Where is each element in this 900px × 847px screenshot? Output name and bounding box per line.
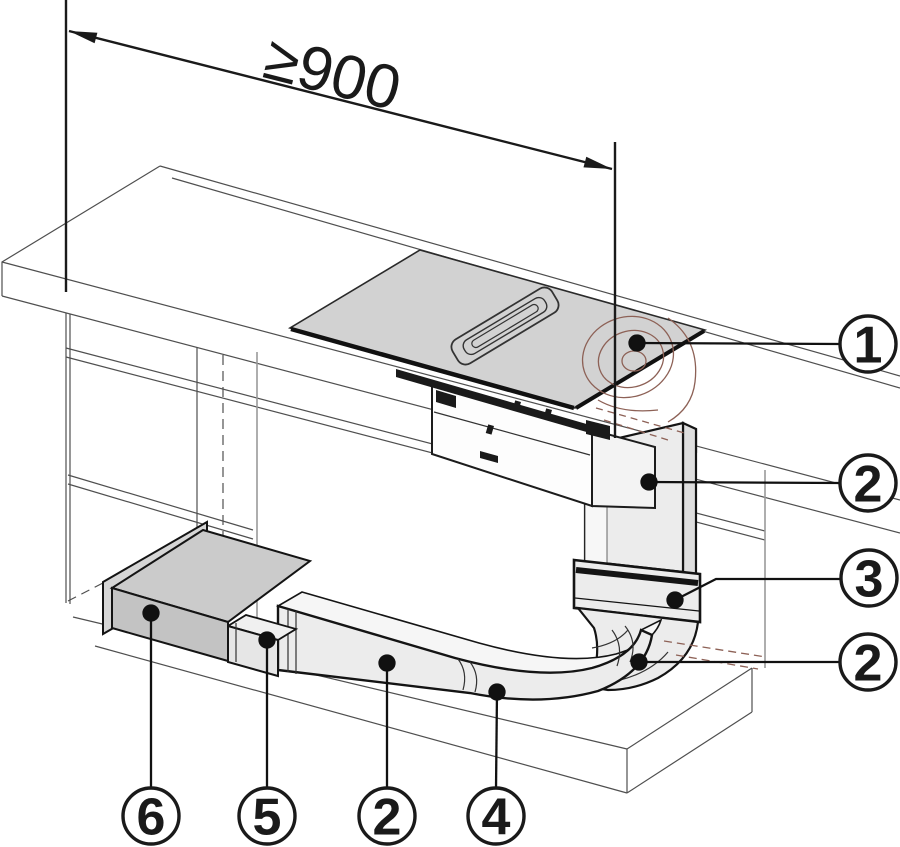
extraction-grille — [450, 286, 560, 366]
flat-duct-and-bend-front — [276, 604, 654, 701]
duct-clamp-band — [575, 567, 699, 586]
callout-2-upper: 2 — [838, 453, 898, 514]
blower-base-arc — [597, 399, 659, 412]
leader-dot-4 — [488, 683, 506, 701]
callout-4: 4 — [466, 786, 526, 847]
arrowhead-right — [583, 156, 612, 169]
silencer-front — [111, 586, 229, 663]
callout-1-number: 1 — [854, 317, 883, 375]
drawer-gap-lower — [67, 474, 254, 540]
callout-2-bottom-number: 2 — [373, 789, 402, 847]
callout-2-upper-number: 2 — [854, 456, 883, 514]
leader-dot-2c — [378, 654, 396, 672]
callout-2-lower: 2 — [838, 632, 898, 693]
leader-dot-5 — [258, 631, 276, 649]
countertop-front-top-edge — [1, 261, 900, 501]
glass-frame-band — [396, 369, 590, 433]
countertop-left-edge — [1, 165, 161, 296]
duct-clamp-seam — [574, 597, 700, 612]
callout-3-number: 3 — [855, 551, 884, 609]
arrowhead-left — [69, 31, 98, 44]
leader-1 — [636, 341, 842, 346]
dimension-label: ≥900 — [257, 23, 407, 124]
hob-housing-seam — [433, 411, 591, 456]
leader-2a — [648, 480, 842, 485]
leader-dot-1 — [628, 334, 646, 352]
leader-4 — [494, 691, 499, 790]
duct-joint-bead — [287, 609, 297, 674]
glass-front-edge — [290, 326, 575, 411]
leader-dot-6 — [142, 604, 160, 622]
callout-6-number: 6 — [137, 789, 166, 847]
callout-1: 1 — [838, 314, 898, 375]
vertical-duct-side — [681, 421, 698, 577]
leader-dot-2a — [640, 473, 658, 491]
callout-2-bottom: 2 — [357, 786, 417, 847]
cooktop-glass — [287, 249, 708, 409]
callout-3: 3 — [839, 548, 899, 609]
callout-5: 5 — [237, 786, 297, 847]
plinth-front-bottom-edge — [94, 645, 628, 794]
flat-duct-run — [102, 520, 663, 701]
blower-scroll — [667, 317, 697, 423]
leader-dot-2b — [630, 653, 648, 671]
hob-plenum — [591, 428, 656, 510]
callout-5-number: 5 — [253, 789, 282, 847]
countertop-back-edge — [159, 165, 900, 377]
callout-2-lower-number: 2 — [854, 635, 883, 693]
dimension-line — [68, 29, 613, 171]
callout-6: 6 — [121, 786, 181, 847]
callout-leaders — [142, 334, 842, 790]
cabinet-left-edge — [65, 313, 71, 604]
plinth-right-corner — [626, 667, 753, 794]
leader-3 — [674, 577, 842, 602]
cooktop-assembly — [287, 249, 708, 510]
leader-dot-3 — [666, 591, 684, 609]
bend-bead-left — [457, 658, 478, 693]
callouts: 1 2 3 2 6 5 2 4 — [121, 314, 899, 847]
blower-hidden-edge-1 — [595, 407, 689, 435]
callout-4-number: 4 — [482, 789, 511, 847]
blower-inner-circle — [597, 329, 665, 389]
housing-clips — [436, 390, 610, 463]
